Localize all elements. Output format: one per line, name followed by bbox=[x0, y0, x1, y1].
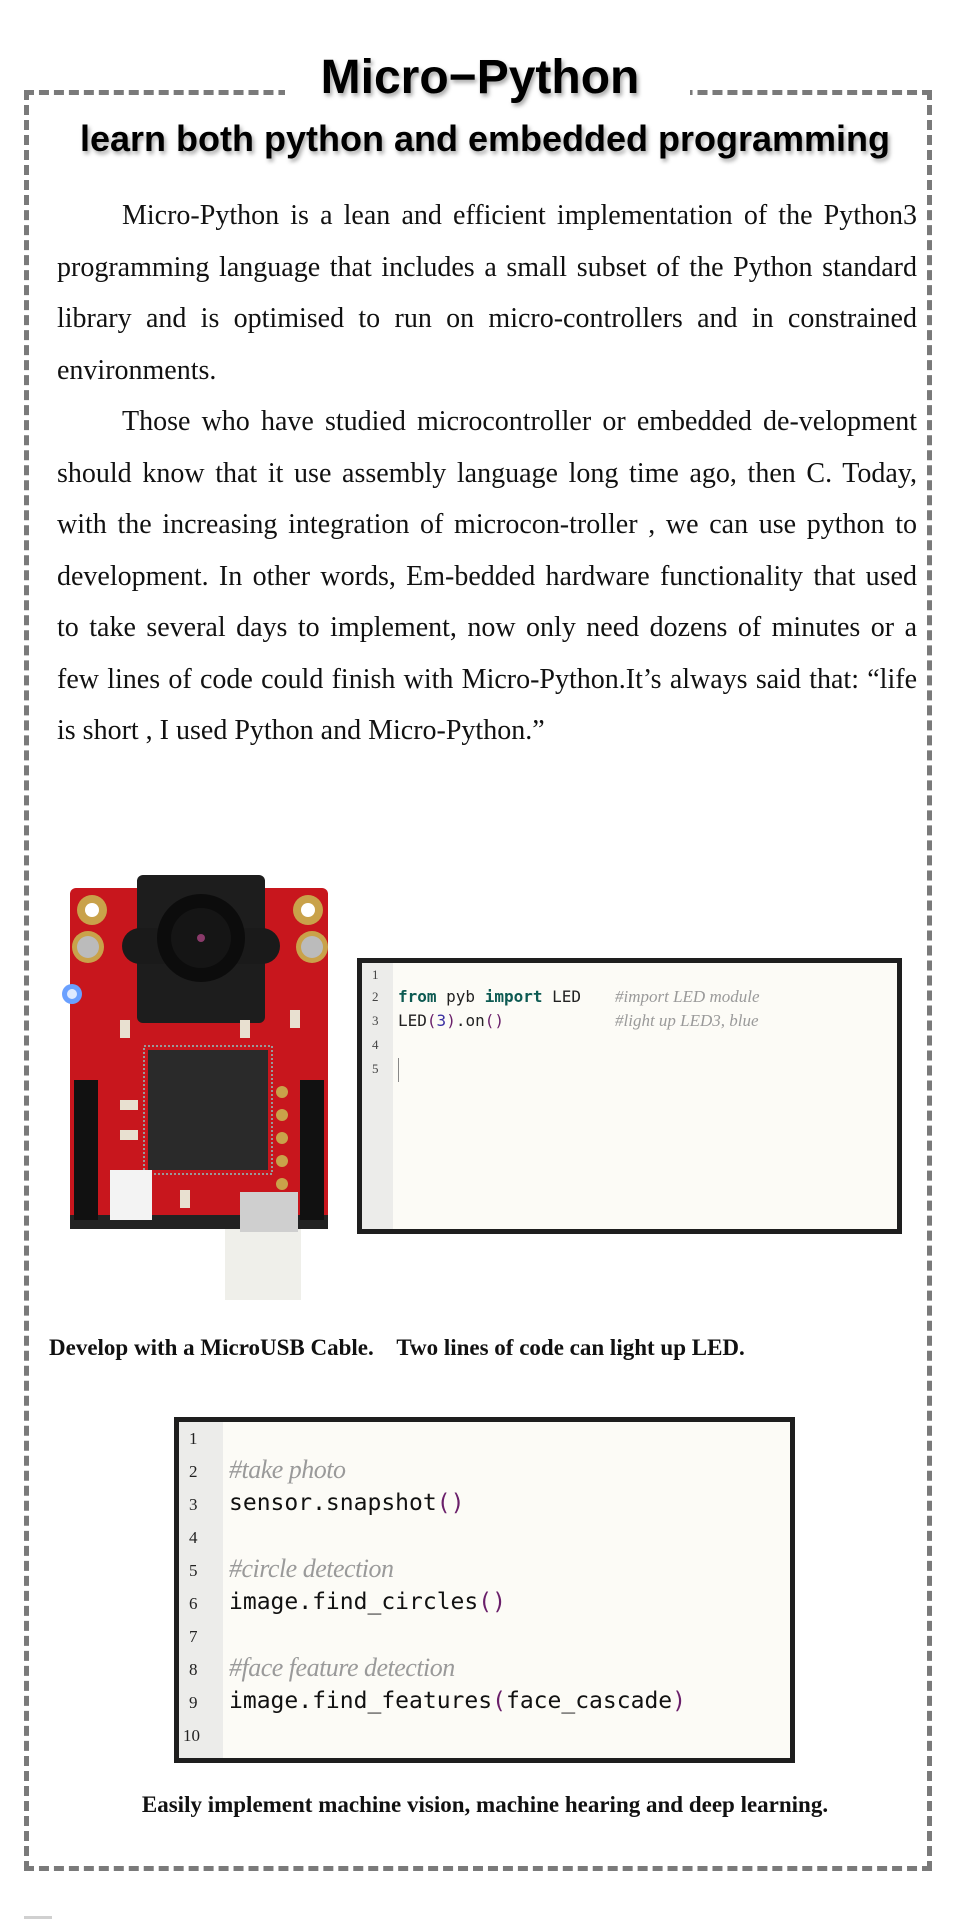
line-number: 10 bbox=[183, 1726, 200, 1745]
page-title: Micro−Python bbox=[320, 51, 640, 104]
line-number: 8 bbox=[189, 1660, 198, 1679]
text-cursor bbox=[398, 1058, 399, 1082]
code-line: 3 LED(3).on() #light up LED3, blue bbox=[362, 1009, 897, 1033]
code-line: 10 bbox=[179, 1719, 790, 1752]
code-line: 5 #circle detection bbox=[179, 1554, 790, 1587]
intro-paragraph-1: Micro-Python is a lean and efficient imp… bbox=[57, 200, 917, 386]
intro-paragraph-2: Those who have studied microcontroller o… bbox=[57, 406, 917, 746]
title-mask bbox=[285, 78, 690, 108]
code-line: 7 bbox=[179, 1620, 790, 1653]
footer-mark bbox=[24, 1916, 52, 1919]
line-number: 1 bbox=[189, 1429, 198, 1448]
code-line: 9 image.find_features(face_cascade) bbox=[179, 1686, 790, 1719]
intro-text: Micro-Python is a lean and efficient imp… bbox=[57, 190, 917, 757]
code-editor-vision: 1 2 #take photo 3 sensor.snapshot() 4 5 … bbox=[174, 1417, 795, 1763]
code-text: from pyb import LED bbox=[398, 987, 582, 1006]
line-number: 5 bbox=[372, 1061, 379, 1076]
board-illustration-icon bbox=[62, 875, 328, 1300]
code-line: 4 bbox=[362, 1033, 897, 1057]
code-text: image.find_features(face_cascade) bbox=[229, 1688, 686, 1714]
code-text: image.find_circles() bbox=[229, 1589, 506, 1615]
line-number: 3 bbox=[189, 1495, 198, 1514]
line-number: 5 bbox=[189, 1561, 198, 1580]
code-comment: #take photo bbox=[229, 1455, 346, 1484]
line-number: 9 bbox=[189, 1693, 198, 1712]
microcontroller-board-image bbox=[60, 870, 340, 1300]
line-number: 6 bbox=[189, 1594, 198, 1613]
line-number: 2 bbox=[189, 1462, 198, 1481]
caption-machine-vision: Easily implement machine vision, machine… bbox=[141, 1792, 829, 1817]
line-number: 7 bbox=[189, 1627, 198, 1646]
code-line: 8 #face feature detection bbox=[179, 1653, 790, 1686]
code-comment: #import LED module bbox=[615, 987, 760, 1006]
code-line: 6 image.find_circles() bbox=[179, 1587, 790, 1620]
code-text: sensor.snapshot() bbox=[229, 1490, 465, 1516]
code-editor-led: 1 2 from pyb import LED #import LED modu… bbox=[357, 958, 902, 1234]
code-line: 3 sensor.snapshot() bbox=[179, 1488, 790, 1521]
code-comment: #face feature detection bbox=[229, 1653, 455, 1682]
line-number: 4 bbox=[372, 1037, 379, 1052]
caption-microusb: Develop with a MicroUSB Cable. Two lines… bbox=[49, 1335, 745, 1360]
code-line: 2 from pyb import LED #import LED module bbox=[362, 985, 897, 1009]
code-line: 2 #take photo bbox=[179, 1455, 790, 1488]
line-number: 3 bbox=[372, 1013, 379, 1028]
line-number-gutter bbox=[362, 963, 393, 1229]
code-line: 4 bbox=[179, 1521, 790, 1554]
code-line: 5 bbox=[362, 1057, 897, 1082]
line-number: 2 bbox=[372, 989, 379, 1004]
code-comment: #light up LED3, blue bbox=[615, 1011, 759, 1030]
line-number: 1 bbox=[372, 967, 379, 982]
code-line: 1 bbox=[362, 963, 897, 987]
code-comment: #circle detection bbox=[229, 1554, 394, 1583]
line-number: 4 bbox=[189, 1528, 198, 1547]
page-subtitle: learn both python and embedded programmi… bbox=[79, 118, 891, 159]
line-number-gutter bbox=[179, 1422, 223, 1758]
code-line: 1 bbox=[179, 1422, 790, 1455]
code-text: LED(3).on() bbox=[398, 1011, 504, 1030]
